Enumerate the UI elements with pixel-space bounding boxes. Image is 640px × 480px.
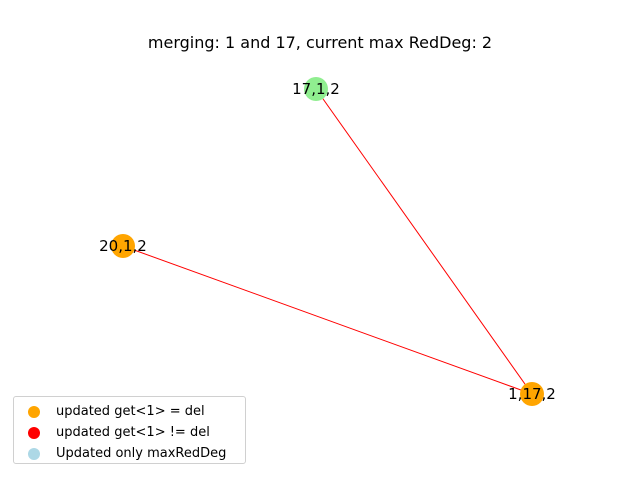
node-circle [111,234,135,258]
graph-node: 1,17,2 [508,382,556,406]
legend-label: Updated only maxRedDeg [56,446,227,461]
legend: updated get<1> = del updated get<1> != d… [13,396,246,464]
legend-item-updated-only-maxreddeg: Updated only maxRedDeg [22,443,245,464]
edges-layer [122,88,533,395]
graph-node: 20,1,2 [99,234,147,258]
node-circle [304,77,328,101]
legend-label: updated get<1> != del [56,425,210,440]
legend-marker-orange [28,405,40,418]
legend-marker-light-blue [28,447,40,460]
legend-item-updated-not-equal-del: updated get<1> != del [22,422,245,443]
graph-title: merging: 1 and 17, current max RedDeg: 2 [147,33,493,52]
node-circle [520,382,544,406]
graph-node: 17,1,2 [292,77,340,101]
node-label: 20,1,2 [99,237,147,255]
node-label: 17,1,2 [292,80,340,98]
nodes-layer: 17,1,2 20,1,2 1,17,2 [99,77,556,406]
legend-marker-red [28,426,40,439]
graph-edge [315,88,533,395]
node-label: 1,17,2 [508,385,556,403]
legend-label: updated get<1> = del [56,404,205,419]
graph-edge [122,245,533,395]
legend-item-updated-equal-del: updated get<1> = del [22,401,245,422]
